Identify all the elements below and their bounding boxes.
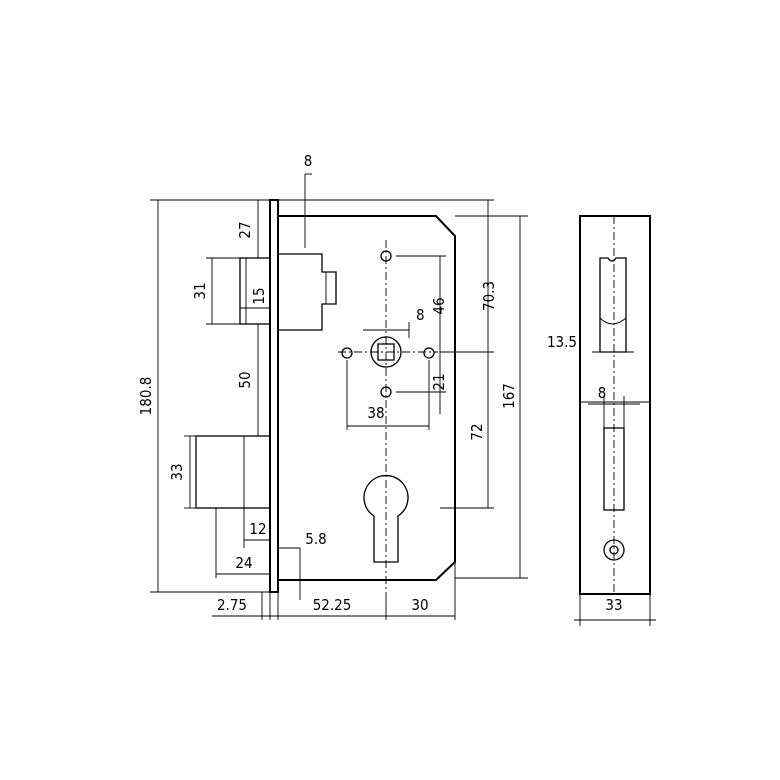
dim-hole-top-vertical: 46 (430, 297, 448, 314)
cylinder-cutout (363, 474, 409, 563)
faceplate-strip (269, 199, 279, 593)
dim-follower-to-cylinder: 72 (468, 423, 486, 440)
dim-faceplate-thickness: 2.75 (217, 596, 247, 614)
dim-latch-height: 31 (191, 282, 209, 299)
dim-faceplate-width: 33 (605, 596, 622, 614)
dim-latch-to-bolt: 50 (236, 371, 254, 388)
dim-top-offset: 8 (304, 152, 313, 170)
faceplate-side-view (574, 215, 656, 626)
dim-latch-width: 15 (250, 287, 268, 304)
dim-hole-bottom-vertical: 21 (430, 373, 448, 390)
center-lines (338, 240, 438, 596)
dim-follower-square: 8 (416, 306, 425, 324)
dim-bolt-width: 12 (249, 520, 266, 538)
lock-case (278, 215, 456, 581)
dim-hole-spacing-horizontal: 38 (367, 404, 384, 422)
dim-case-height: 167 (500, 383, 518, 409)
follower-hub (363, 322, 410, 368)
dimension-lines-left (150, 173, 456, 620)
dim-faceplate-bolt-slot: 8 (598, 384, 607, 402)
dim-backset: 52.25 (313, 596, 352, 614)
dim-hole-spacing: 30 (411, 596, 428, 614)
dead-bolt (195, 435, 271, 509)
screw-hole-right (423, 347, 435, 359)
dim-follower-to-top: 70.3 (480, 281, 498, 311)
lock-body (269, 199, 456, 593)
latch-bolt (239, 253, 337, 331)
dim-faceplate-slot-width: 13.5 (547, 333, 577, 351)
dim-faceplate-offset: 5.8 (305, 530, 326, 548)
dim-bolt-height: 33 (168, 463, 186, 480)
screw-hole-left (341, 347, 353, 359)
dim-overall-height: 180.8 (137, 377, 155, 416)
dim-bolt-throw: 24 (235, 554, 252, 572)
dimension-lines-right (270, 199, 528, 579)
dim-latch-to-top: 27 (236, 221, 254, 238)
dimension-labels: 180.8 8 27 31 15 50 33 12 24 5.8 2.75 52… (137, 152, 623, 614)
